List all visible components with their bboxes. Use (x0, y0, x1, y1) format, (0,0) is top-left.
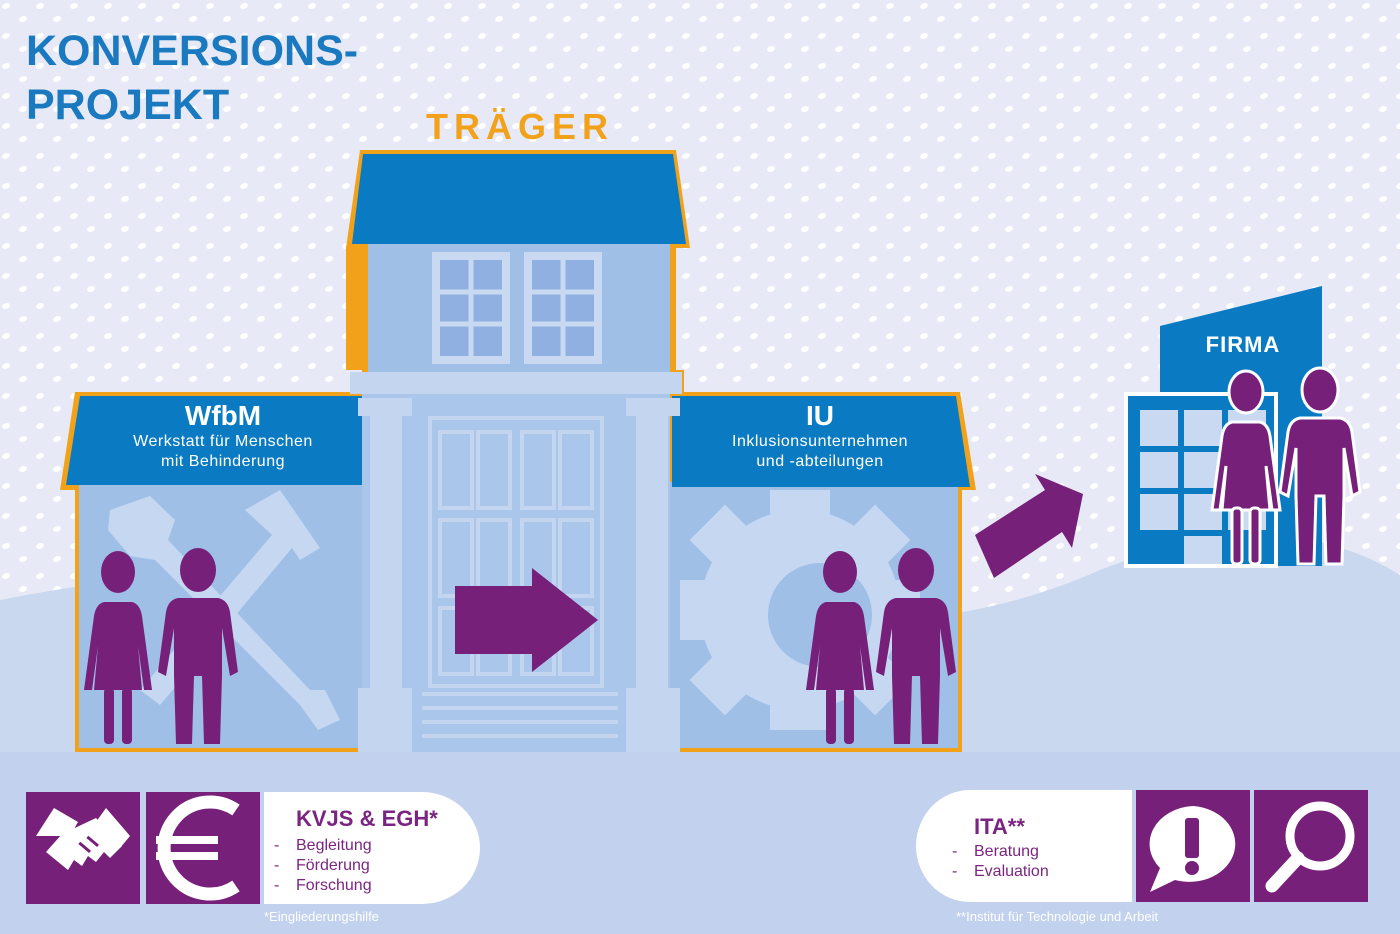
list-item: Forschung (274, 876, 464, 896)
main-roof (352, 154, 686, 244)
trager-label: TRÄGER (426, 106, 614, 147)
column-right (636, 416, 668, 688)
steps (422, 692, 618, 738)
iu-title: IU (806, 400, 834, 431)
wfbm-sub-2: mit Behinderung (160, 453, 285, 470)
iu-label: IU Inklusionsunternehmen und -abteilunge… (672, 400, 968, 472)
wfbm-title: WfbM (184, 400, 262, 431)
left-info-title: KVJS & EGH* (296, 806, 438, 831)
arrow-to-firma-icon (975, 474, 1083, 578)
firma-label: FIRMA (1205, 332, 1281, 357)
list-item: Förderung (274, 856, 464, 876)
title-line-2: PROJEKT (26, 81, 230, 129)
wfbm-roof (66, 396, 366, 485)
right-info-list: Beratung Evaluation (952, 842, 1128, 882)
list-item: Beratung (952, 842, 1128, 862)
arrow-right-icon (455, 568, 598, 672)
handshake-icon (26, 792, 140, 904)
left-info-list: Begleitung Förderung Forschung (274, 836, 464, 896)
list-item: Begleitung (274, 836, 464, 856)
tower-upper (368, 244, 670, 376)
iu-roof (672, 396, 970, 487)
right-footnote: **Institut für Technologie und Arbeit (956, 909, 1159, 924)
right-info: ITA** Beratung Evaluation (952, 814, 1128, 882)
iu-sub-1: Inklusionsunternehmen (732, 433, 908, 450)
exclamation-speech-icon (1136, 790, 1250, 902)
left-footnote: *Eingliederungshilfe (264, 909, 379, 924)
wfbm-sub-1: Werkstatt für Menschen (133, 433, 313, 450)
magnifier-icon (1254, 790, 1368, 902)
column-left (370, 416, 402, 688)
euro-icon (146, 792, 260, 904)
upper-windows (432, 252, 602, 364)
iu-sub-2: und -abteilungen (756, 453, 884, 470)
wfbm-label: WfbM Werkstatt für Menschen mit Behinder… (80, 400, 366, 472)
page-title: KONVERSIONS- PROJEKT (26, 24, 406, 132)
gear-icon (680, 490, 920, 730)
left-info: KVJS & EGH* Begleitung Förderung Forschu… (274, 806, 464, 896)
list-item: Evaluation (952, 862, 1128, 882)
right-info-title: ITA** (974, 814, 1025, 839)
title-line-1: KONVERSIONS- (26, 27, 359, 75)
